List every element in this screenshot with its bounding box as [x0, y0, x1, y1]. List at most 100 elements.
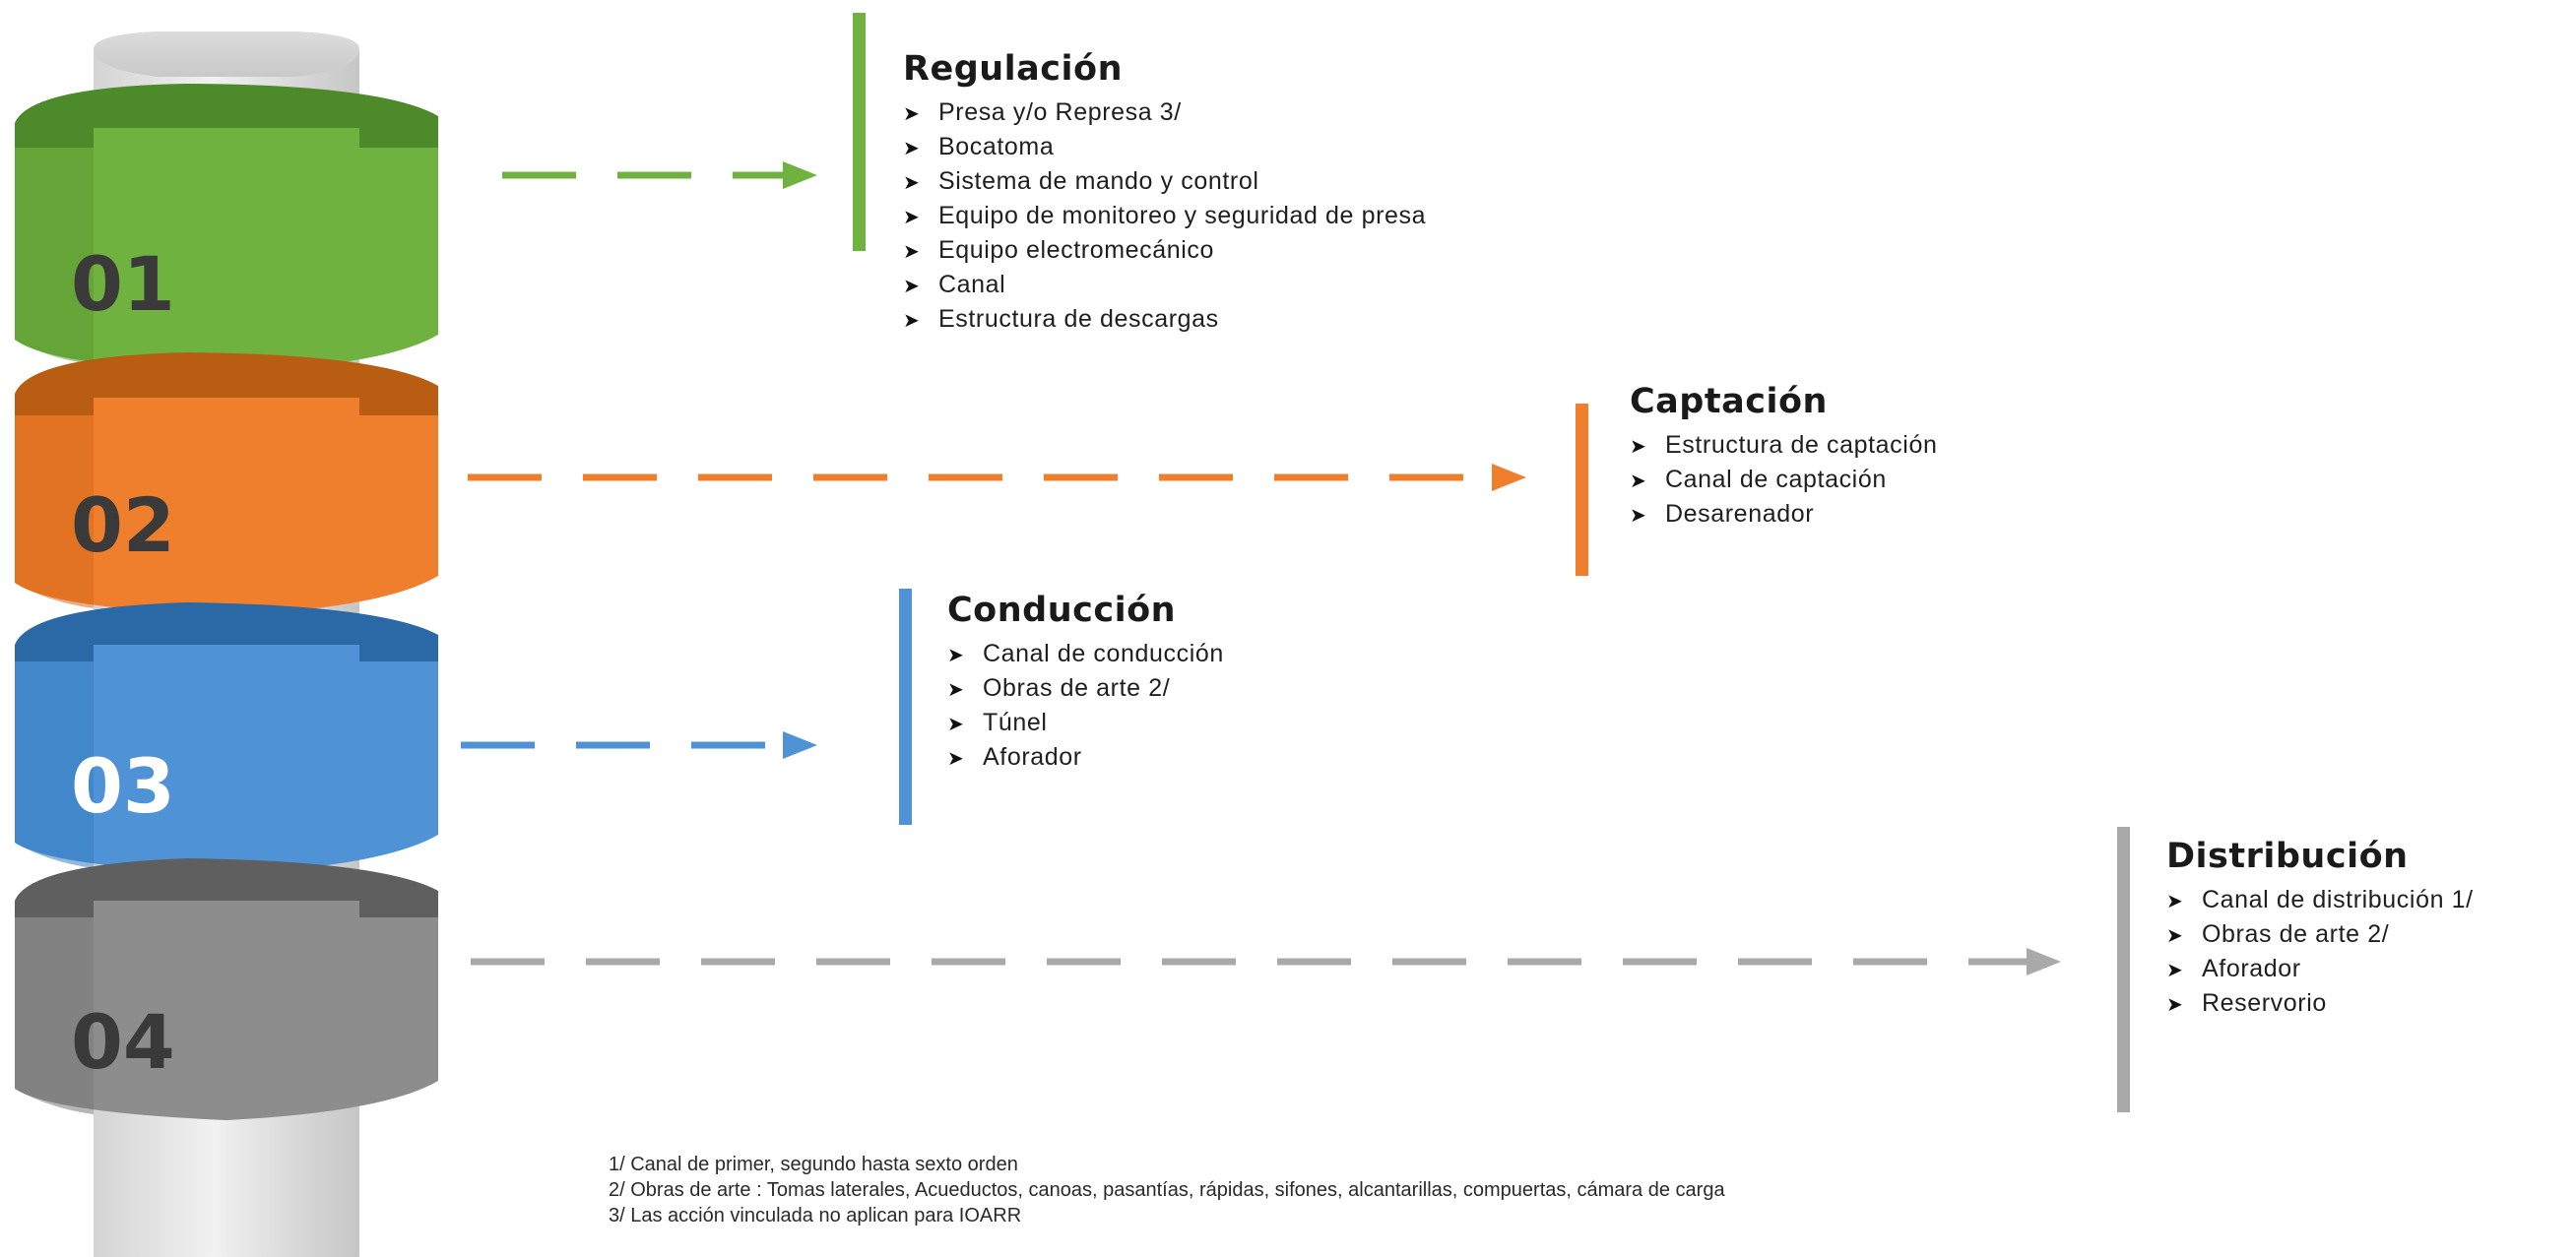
connector-03-arrowhead	[783, 731, 817, 759]
item-label: Equipo de monitoreo y seguridad de presa	[938, 202, 1427, 229]
list-item: ➤ Canal de distribución 1/	[2166, 884, 2474, 918]
band-03-face	[15, 645, 438, 874]
item-label: Obras de arte 2/	[2202, 920, 2390, 948]
list-item: ➤ Obras de arte 2/	[2166, 918, 2474, 953]
arrow-bullet-icon: ➤	[2166, 994, 2184, 1016]
item-label: Sistema de mando y control	[938, 167, 1259, 195]
section-title: Distribución	[2166, 837, 2409, 876]
section-title: Regulación	[903, 49, 1123, 89]
pillar-top-cap	[94, 31, 359, 77]
arrow-bullet-icon: ➤	[1630, 436, 1647, 458]
section-bar-captacion	[1576, 404, 1588, 576]
band-01-face	[15, 128, 438, 372]
band-01: 01	[15, 84, 438, 372]
band-01-number: 01	[71, 240, 175, 328]
list-item: ➤ Desarenador	[1630, 498, 1937, 533]
arrow-bullet-icon: ➤	[947, 714, 965, 735]
arrow-bullet-icon: ➤	[903, 276, 921, 297]
item-label: Canal de distribución 1/	[2202, 886, 2474, 913]
arrow-bullet-icon: ➤	[947, 748, 965, 770]
connector-01	[502, 161, 817, 189]
item-label: Aforador	[983, 743, 1082, 771]
section-bar-conduccion	[899, 589, 912, 825]
arrow-bullet-icon: ➤	[2166, 960, 2184, 981]
item-label: Canal de conducción	[983, 640, 1224, 667]
band-04-face	[15, 901, 438, 1120]
section-distribucion: Distribución ➤ Canal de distribución 1/ ➤…	[2166, 837, 2474, 1022]
list-item: ➤ Aforador	[2166, 953, 2474, 987]
list-item: ➤ Estructura de captación	[1630, 429, 1937, 464]
band-04-number: 04	[71, 998, 175, 1086]
item-label: Canal	[938, 271, 1006, 298]
item-label: Estructura de captación	[1665, 431, 1938, 459]
arrow-bullet-icon: ➤	[1630, 471, 1647, 492]
list-item: ➤ Canal de captación	[1630, 464, 1937, 498]
item-label: Estructura de descargas	[938, 305, 1219, 333]
list-item: ➤ Bocatoma	[903, 131, 1426, 165]
section-title: Captación	[1630, 382, 1828, 421]
item-label: Equipo electromecánico	[938, 236, 1215, 264]
item-label: Canal de captación	[1665, 466, 1887, 493]
connector-04-arrowhead	[2027, 948, 2061, 975]
item-label: Túnel	[983, 709, 1048, 736]
arrow-bullet-icon: ➤	[1630, 505, 1647, 527]
list-item: ➤ Obras de arte 2/	[947, 672, 1224, 707]
list-item: ➤ Sistema de mando y control	[903, 165, 1426, 200]
list-item: ➤ Reservorio	[2166, 987, 2474, 1022]
item-label: Obras de arte 2/	[983, 674, 1171, 702]
section-title: Conducción	[947, 591, 1177, 630]
arrow-bullet-icon: ➤	[903, 172, 921, 194]
item-list: ➤ Canal de conducción ➤ Obras de arte 2/ ➤…	[947, 638, 1224, 776]
arrow-bullet-icon: ➤	[2166, 891, 2184, 912]
footnote-2: 2/ Obras de arte : Tomas laterales, Acue…	[609, 1179, 1725, 1201]
band-02-side	[15, 415, 94, 608]
connector-02	[468, 464, 1526, 491]
item-label: Desarenador	[1665, 500, 1815, 528]
list-item: ➤ Túnel	[947, 707, 1224, 741]
section-conduccion: Conducción ➤ Canal de conducción ➤ Obras d…	[947, 591, 1224, 776]
section-bar-regulacion	[853, 13, 866, 251]
item-label: Reservorio	[2202, 989, 2327, 1017]
footnote-1: 1/ Canal de primer, segundo hasta sexto …	[609, 1154, 1018, 1175]
list-item: ➤ Canal	[903, 269, 1426, 303]
band-03-side	[15, 661, 94, 868]
arrow-bullet-icon: ➤	[903, 310, 921, 332]
band-02: 02	[15, 352, 438, 615]
band-03: 03	[15, 602, 438, 874]
arrow-bullet-icon: ➤	[947, 645, 965, 666]
list-item: ➤ Equipo electromecánico	[903, 234, 1426, 269]
arrow-bullet-icon: ➤	[947, 679, 965, 701]
list-item: ➤ Estructura de descargas	[903, 303, 1426, 338]
arrow-bullet-icon: ➤	[903, 207, 921, 228]
section-bar-distribucion	[2117, 827, 2130, 1112]
band-04: 04	[15, 858, 438, 1120]
band-02-number: 02	[71, 481, 175, 569]
band-02-face	[15, 398, 438, 615]
footnote-3: 3/ Las acción vinculada no aplican para …	[609, 1205, 1022, 1226]
item-label: Aforador	[2202, 955, 2301, 982]
item-list: ➤ Canal de distribución 1/ ➤ Obras de arte…	[2166, 884, 2474, 1022]
item-label: Presa y/o Represa 3/	[938, 98, 1182, 126]
footnotes: 1/ Canal de primer, segundo hasta sexto …	[609, 1152, 1725, 1228]
list-item: ➤ Canal de conducción	[947, 638, 1224, 672]
section-captacion: Captación ➤ Estructura de captación ➤ Cana…	[1630, 382, 1937, 533]
item-label: Bocatoma	[938, 133, 1055, 160]
list-item: ➤ Aforador	[947, 741, 1224, 776]
arrow-bullet-icon: ➤	[903, 241, 921, 263]
list-item: ➤ Presa y/o Represa 3/	[903, 96, 1426, 131]
connector-01-arrowhead	[783, 161, 817, 189]
band-01-side	[15, 148, 94, 364]
section-regulacion: Regulación ➤ Presa y/o Represa 3/ ➤ Bocato…	[903, 49, 1426, 338]
item-list: ➤ Estructura de captación ➤ Canal de capta…	[1630, 429, 1937, 533]
arrow-bullet-icon: ➤	[903, 103, 921, 125]
connector-02-arrowhead	[1492, 464, 1526, 491]
connector-04	[471, 948, 2061, 975]
connector-03	[461, 731, 817, 759]
band-03-number: 03	[71, 742, 175, 830]
list-item: ➤ Equipo de monitoreo y seguridad de pres…	[903, 200, 1426, 234]
arrow-bullet-icon: ➤	[903, 138, 921, 159]
arrow-bullet-icon: ➤	[2166, 925, 2184, 947]
item-list: ➤ Presa y/o Represa 3/ ➤ Bocatoma ➤ Sistema…	[903, 96, 1426, 338]
band-04-side	[15, 917, 94, 1114]
